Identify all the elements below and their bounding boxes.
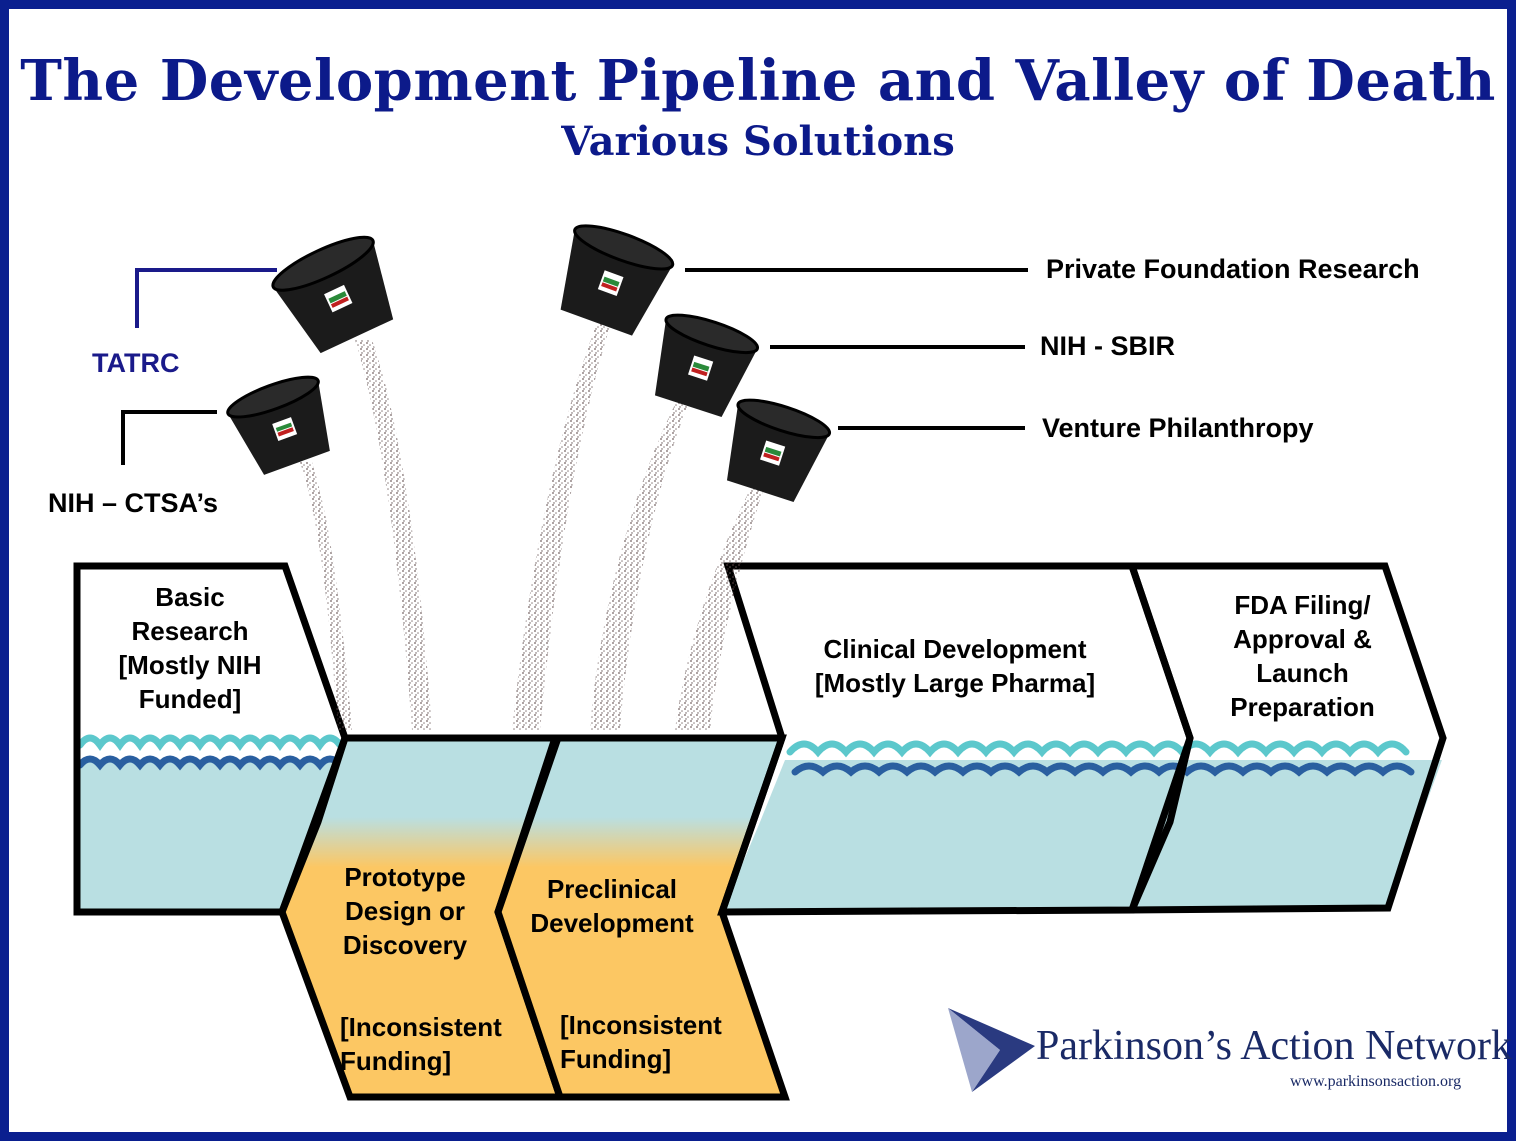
page-title: The Development Pipeline and Valley of D… xyxy=(20,48,1496,114)
venture-philanthropy-label: Venture Philanthropy xyxy=(1042,413,1314,443)
nih-sbir-label: NIH - SBIR xyxy=(1040,331,1175,361)
bucket-icon xyxy=(726,398,832,502)
fda-label: FDA Filing/ Approval & Launch Preparatio… xyxy=(1230,590,1375,722)
logo-url: www.parkinsonsaction.org xyxy=(1290,1073,1462,1090)
basic-research-label: Basic Research [Mostly NIH Funded] xyxy=(118,582,262,714)
bucket-icon xyxy=(654,313,760,417)
basic-research-chevron xyxy=(73,562,349,916)
fda-chevron xyxy=(1127,562,1447,914)
tatrc-connector xyxy=(135,268,277,328)
bucket-icon xyxy=(560,224,675,336)
tatrc-label: TATRC xyxy=(92,348,180,378)
page-subtitle: Various Solutions xyxy=(561,118,955,165)
logo-arrow-icon xyxy=(948,1008,1035,1092)
water-fills xyxy=(77,760,1442,912)
clinical-label: Clinical Development [Mostly Large Pharm… xyxy=(814,634,1096,698)
funding-streams xyxy=(300,320,765,730)
bucket-icon xyxy=(271,235,394,354)
preclinical-label: Preclinical Development xyxy=(530,874,694,938)
waves xyxy=(76,734,1415,777)
prototype-funding-label: [Inconsistent Funding] xyxy=(340,1012,502,1076)
nih-ctsa-label: NIH – CTSA’s xyxy=(48,488,219,518)
private-foundation-label: Private Foundation Research xyxy=(1046,254,1420,284)
logo-name: Parkinson’s Action Network xyxy=(1036,1023,1512,1069)
prototype-label: Prototype Design or Discovery xyxy=(342,862,468,960)
preclinical-funding-label: [Inconsistent Funding] xyxy=(560,1010,722,1074)
bucket-icon xyxy=(226,375,330,475)
ctsa-connector xyxy=(121,410,217,465)
